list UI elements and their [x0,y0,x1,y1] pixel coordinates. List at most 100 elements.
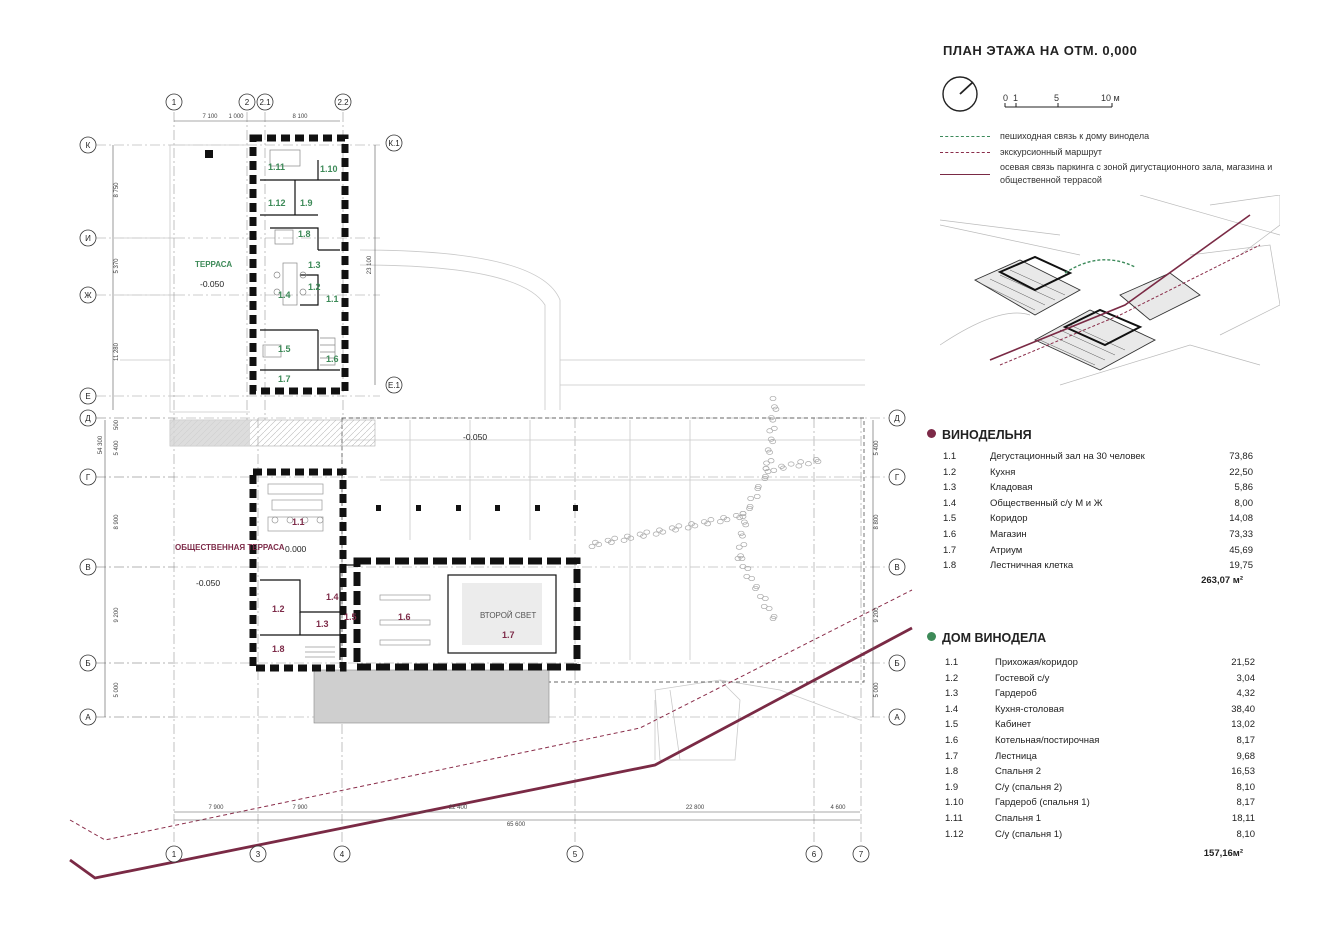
room-number: 1.1 [945,657,959,668]
second-light-label: ВТОРОЙ СВЕТ [480,611,536,620]
winery-building [205,150,581,672]
winery-room-1-5: 1.5 [344,612,357,622]
room-area: 8,17 [1236,797,1256,809]
room-area: 8,00 [1234,497,1254,509]
dim-bottom-3: 22 800 [686,805,705,811]
dim-bottom-2: 22 400 [449,805,468,811]
winery-total: 263,07 м² [1201,575,1243,586]
room-name: Прихожая/коридор [995,657,1078,668]
public-terrace-label: ОБЩЕСТВЕННАЯ ТЕРРАСА [175,543,285,552]
room-number: 1.4 [943,497,957,509]
dim-bottom-total: 65 600 [507,822,526,828]
public-terrace-level: -0.050 [196,578,220,588]
room-area: 73,33 [1229,528,1253,540]
room-name: Спальня 1 [995,812,1042,824]
axis-bottom-3 [566,845,584,863]
room-number: 1.5 [943,513,957,525]
axis-right-0 [888,409,906,427]
house-room-1-3: 1.3 [308,260,321,270]
axis-bottom-0 [165,845,183,863]
axis-bottom-2-label: 4 [340,850,345,859]
room-area: 9,68 [1236,750,1256,762]
axis-bottom-4-label: 6 [812,850,817,859]
dim-left-lower-4: 5 000 [114,682,120,698]
room-area: 8,17 [1236,734,1256,746]
room-area: 38,40 [1231,703,1255,715]
axis-right-upper-0 [385,134,403,152]
room-number: 1.2 [943,466,957,478]
dim-right-1: 8 800 [874,514,880,530]
dim-left-lower-1: 5 400 [114,440,120,456]
winery-room-1-6: 1.6 [398,612,411,622]
room-name: Атриум [990,544,1023,556]
axis-bottom-2 [333,845,351,863]
pebble-path [588,395,822,622]
axis-right-0-label: Д [894,414,900,423]
room-number: 1.6 [943,528,957,540]
winery-room-1-3: 1.3 [316,619,329,629]
room-area: 19,75 [1229,560,1253,572]
room-number: 1.7 [943,544,957,556]
winemaker-house [249,134,349,395]
room-area: 8,10 [1236,781,1256,793]
axis-top-1-label: 2 [245,98,250,107]
winery-room-1-4: 1.4 [326,592,339,602]
axis-top-3-label: 2.2 [337,98,349,107]
room-name: С/у (спальня 2) [995,781,1063,793]
axis-left-2-label: Ж [84,291,92,300]
room-name: С/у (спальня 1) [995,828,1063,840]
info-panel: ПЛАН ЭТАЖА НА ОТМ. 0,000 0 1 5 10 м пеши… [925,0,1318,934]
axis-left-8 [79,708,97,726]
dim-left-upper-0: 8 750 [114,182,120,198]
axis-bottom-1 [249,845,267,863]
axonometric-view [940,195,1280,386]
dim-left-lower-0: 500 [114,419,120,430]
axis-right-2-label: В [894,563,899,572]
winery-room-1-1: 1.1 [292,517,305,527]
room-name: Гостевой с/у [995,672,1050,684]
axis-left-1-label: И [85,234,91,243]
room-number: 1.5 [945,719,959,731]
room-name: Гардероб (спальня 1) [995,797,1090,809]
room-name: Коридор [990,513,1028,525]
dim-top-0: 7 100 [202,114,218,120]
axis-top-0-label: 1 [172,98,177,107]
dim-bottom-4: 4 600 [830,805,846,811]
hall-level: 0.000 [285,544,307,554]
dim-left-upper-2: 11 280 [114,342,120,361]
room-area: 16,53 [1231,766,1255,778]
room-number: 1.7 [945,750,959,762]
axis-bottom-5-label: 7 [859,850,864,859]
house-room-1-5: 1.5 [278,344,291,354]
room-name: Кухня [990,466,1016,478]
room-number: 1.9 [945,781,959,793]
house-room-1-9: 1.9 [300,198,313,208]
axis-left-4 [79,409,97,427]
axis-top-1 [238,93,256,111]
room-number: 1.2 [945,672,959,684]
axis-bottom-1-label: 3 [256,850,261,859]
room-number: 1.3 [943,482,957,494]
axis-left-4-label: Д [85,414,91,423]
axis-route [69,626,913,880]
winery-room-1-2: 1.2 [272,604,285,614]
dim-right-upper: 23 100 [367,255,373,274]
dim-left-upper-1: 5 370 [114,258,120,274]
dim-right-3: 5 000 [874,682,880,698]
room-area: 4,32 [1236,688,1256,700]
room-name: Спальня 2 [995,766,1042,778]
dim-right-2: 9 200 [874,607,880,623]
axis-bottom-0-label: 1 [172,850,177,859]
axis-right-upper-0-label: К.1 [388,139,400,148]
axis-left-0-label: К [86,141,91,150]
house-room-1-12: 1.12 [268,198,286,208]
